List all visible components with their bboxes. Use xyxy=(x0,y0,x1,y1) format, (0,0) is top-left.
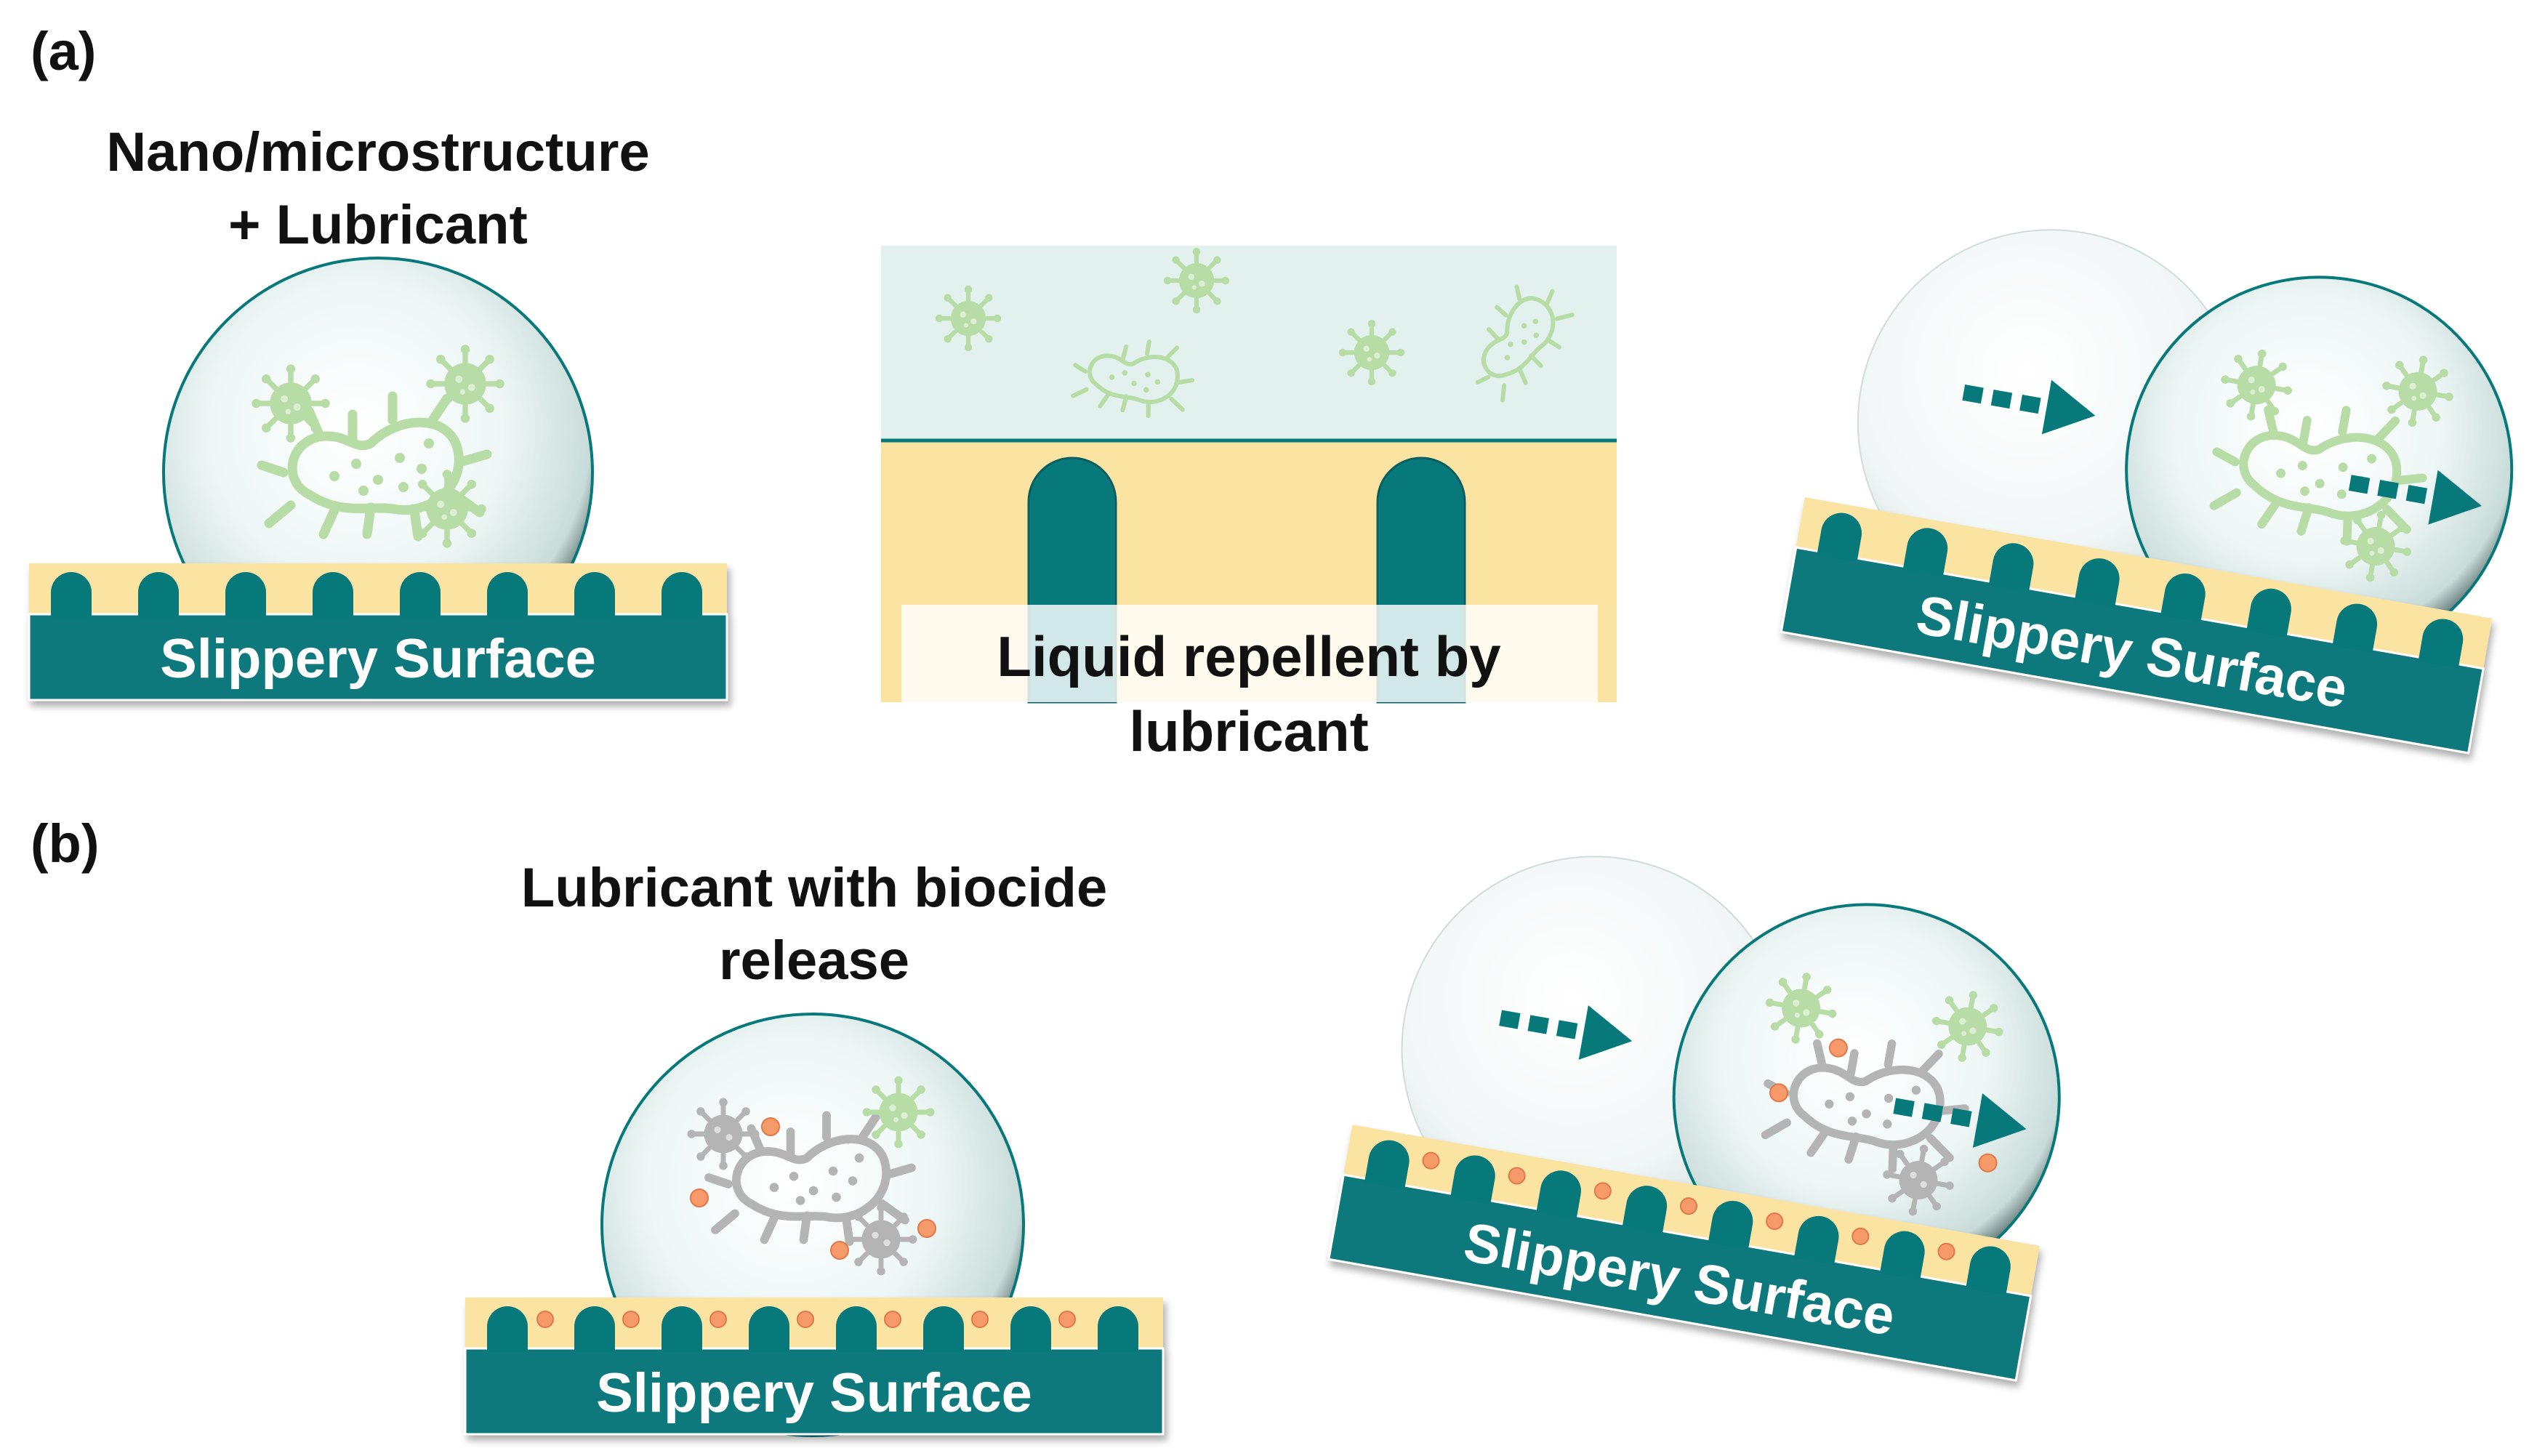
virus-icon xyxy=(688,1098,760,1170)
panel-a-heading-line1: Nano/microstructure xyxy=(106,121,650,183)
virus-icon xyxy=(426,345,504,423)
virus-icon xyxy=(845,1204,917,1276)
panel-label-b: (b) xyxy=(31,813,100,874)
surface-label: Slippery Surface xyxy=(596,1362,1032,1424)
center-caption-line1: Liquid repellent by xyxy=(997,624,1501,688)
panel-b-heading-line2: release xyxy=(718,930,910,992)
center-caption: Liquid repellent by lubricant xyxy=(881,619,1617,769)
virus-icon xyxy=(863,1077,935,1149)
caption-box xyxy=(901,605,1598,702)
tilted-slippery-surface xyxy=(1780,497,2493,755)
panel-a-microstructure xyxy=(51,572,702,618)
biocide-particle xyxy=(536,1311,1076,1328)
virus-icon xyxy=(1164,248,1229,313)
biocide-particle xyxy=(1769,1038,1998,1173)
panel-label-a: (a) xyxy=(31,21,97,81)
biocide-particle xyxy=(690,1117,936,1260)
panel-b-heading: Lubricant with biocide release xyxy=(451,852,1178,998)
panel-a-heading: Nano/microstructure + Lubricant xyxy=(44,116,712,262)
panel-b-sliding-group: Slippery Surface xyxy=(1327,856,2061,1382)
virus-icon xyxy=(1339,320,1404,385)
panel-a-sliding-group: Slippery Surface xyxy=(1780,229,2514,755)
virus-icon xyxy=(408,470,486,548)
center-caption-line2: lubricant xyxy=(1129,699,1369,763)
panel-a-zoom-inset xyxy=(881,246,1617,704)
panel-a-heading-line2: + Lubricant xyxy=(228,194,528,257)
surface-label: Slippery Surface xyxy=(160,628,596,690)
panel-b-heading-line1: Lubricant with biocide xyxy=(520,857,1108,919)
virus-icon xyxy=(936,286,1001,351)
virus-icon xyxy=(252,364,330,443)
biocide-particle xyxy=(1422,1151,1955,1260)
